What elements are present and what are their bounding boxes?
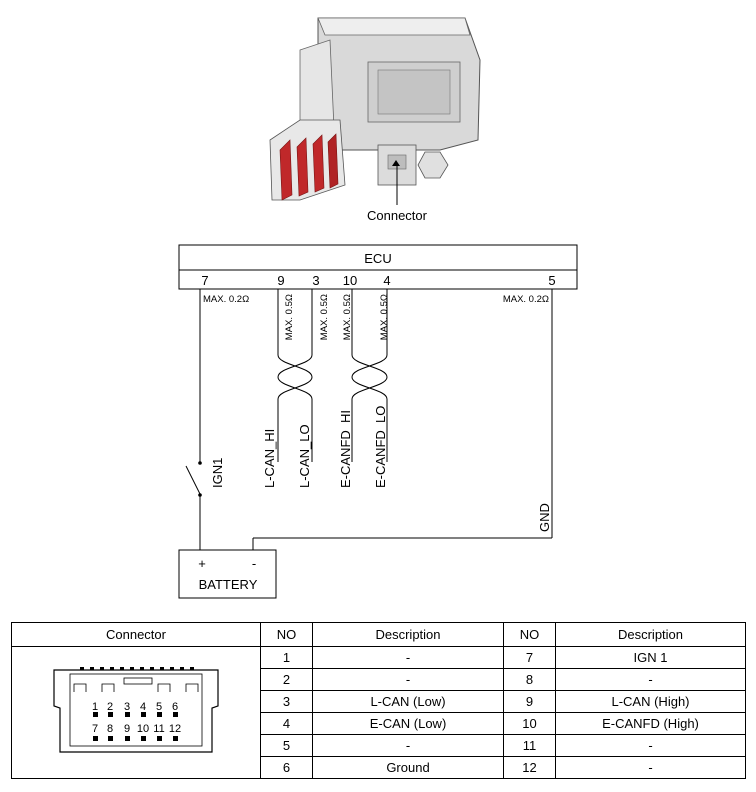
pin-no: 7 bbox=[503, 646, 556, 669]
gnd-label: GND bbox=[537, 503, 552, 532]
max-resistance-pin10: MAX. 0.5Ω bbox=[342, 294, 353, 340]
connector-pin-12: 12 bbox=[169, 723, 181, 735]
lcan-lo-label: L-CAN_LO bbox=[297, 424, 312, 488]
connector-pin-8: 8 bbox=[107, 723, 113, 735]
connector-pin-10: 10 bbox=[137, 723, 149, 735]
pin-no: 4 bbox=[260, 712, 313, 735]
connector-pin-1: 1 bbox=[92, 701, 98, 713]
ecu-pin-7: 7 bbox=[201, 273, 208, 288]
ecanfd-hi-label: E-CANFD_HI bbox=[338, 410, 353, 488]
ecu-title: ECU bbox=[364, 251, 391, 266]
connector-pin-6: 6 bbox=[172, 701, 178, 713]
pin-description: E-CANFD (High) bbox=[555, 712, 746, 735]
connector-pin-2: 2 bbox=[107, 701, 113, 713]
header-description-2: Description bbox=[555, 622, 746, 647]
pin-description: L-CAN (High) bbox=[555, 690, 746, 713]
connector-pin-4: 4 bbox=[140, 701, 146, 713]
wiring-diagram: Connector ECU 7 9 3 10 4 5 MAX. 0.2Ω MAX… bbox=[178, 17, 578, 599]
pin-no: 2 bbox=[260, 668, 313, 691]
table-row: 6 Ground 12 - bbox=[12, 756, 746, 779]
battery-label: BATTERY bbox=[199, 577, 258, 592]
ign1-wire bbox=[185, 289, 201, 550]
table-row: 4 E-CAN (Low) 10 E-CANFD (High) bbox=[12, 712, 746, 735]
pin-description: - bbox=[312, 668, 504, 691]
ecu-module-illustration bbox=[269, 17, 481, 205]
lcan-twisted-pair bbox=[277, 289, 313, 462]
table-row: 2 - 8 - bbox=[12, 668, 746, 691]
battery-box bbox=[178, 549, 277, 599]
gnd-wire bbox=[252, 289, 553, 550]
pin-description: - bbox=[555, 756, 746, 779]
header-no-1: NO bbox=[260, 622, 313, 647]
lcan-hi-label: L-CAN_HI bbox=[262, 429, 277, 488]
ecu-pin-4: 4 bbox=[383, 273, 390, 288]
connector-face-cell: 1 2 3 4 5 6 7 8 9 10 11 12 bbox=[11, 646, 261, 779]
pin-no: 1 bbox=[260, 646, 313, 669]
table-row: 3 L-CAN (Low) 9 L-CAN (High) bbox=[12, 690, 746, 713]
pin-description: - bbox=[555, 734, 746, 757]
pin-no: 6 bbox=[260, 756, 313, 779]
connector-pin-11: 11 bbox=[153, 723, 164, 735]
battery-minus: - bbox=[252, 556, 256, 571]
pin-no: 3 bbox=[260, 690, 313, 713]
connector-pin-9: 9 bbox=[124, 723, 130, 735]
table-row: 1 2 3 4 5 6 7 8 9 10 11 12 1 - 7 IGN 1 bbox=[11, 646, 746, 779]
header-description-1: Description bbox=[312, 622, 504, 647]
pin-description: - bbox=[312, 734, 504, 757]
pin-no: 10 bbox=[503, 712, 556, 735]
max-resistance-pin4: MAX. 0.5Ω bbox=[379, 294, 390, 340]
connector-pin-3: 3 bbox=[124, 701, 130, 713]
ecu-pin-5: 5 bbox=[548, 273, 555, 288]
battery-plus: + bbox=[198, 556, 206, 571]
max-resistance-pin5: MAX. 0.2Ω bbox=[503, 294, 549, 305]
connector-pin-5: 5 bbox=[156, 701, 162, 713]
pin-no: 12 bbox=[503, 756, 556, 779]
ecu-pin-3: 3 bbox=[312, 273, 319, 288]
max-resistance-pin9: MAX. 0.5Ω bbox=[284, 294, 295, 340]
pin-description: - bbox=[555, 668, 746, 691]
pin-description: Ground bbox=[312, 756, 504, 779]
pin-no: 9 bbox=[503, 690, 556, 713]
pin-table: Connector NO Description NO Description bbox=[11, 622, 746, 779]
ecanfd-twisted-pair bbox=[351, 289, 388, 462]
ecu-pin-10: 10 bbox=[343, 273, 357, 288]
header-no-2: NO bbox=[503, 622, 556, 647]
ecu-pin-9: 9 bbox=[277, 273, 284, 288]
ecanfd-lo-label: E-CANFD_LO bbox=[373, 406, 388, 488]
header-connector: Connector bbox=[11, 622, 261, 647]
connector-photo-label: Connector bbox=[367, 208, 428, 223]
ecu-box bbox=[178, 244, 578, 290]
connector-pin-7: 7 bbox=[92, 723, 98, 735]
ign1-label: IGN1 bbox=[210, 458, 225, 488]
pin-no: 11 bbox=[503, 734, 556, 757]
pin-no: 8 bbox=[503, 668, 556, 691]
max-resistance-pin7: MAX. 0.2Ω bbox=[203, 294, 249, 305]
pin-description: L-CAN (Low) bbox=[312, 690, 504, 713]
connector-face-icon: 1 2 3 4 5 6 7 8 9 10 11 12 bbox=[53, 667, 219, 753]
pin-description: - bbox=[312, 646, 504, 669]
max-resistance-pin3: MAX. 0.5Ω bbox=[319, 294, 330, 340]
pin-table-header: Connector NO Description NO Description bbox=[11, 622, 746, 647]
pin-no: 5 bbox=[260, 734, 313, 757]
pin-description: IGN 1 bbox=[555, 646, 746, 669]
pin-description: E-CAN (Low) bbox=[312, 712, 504, 735]
